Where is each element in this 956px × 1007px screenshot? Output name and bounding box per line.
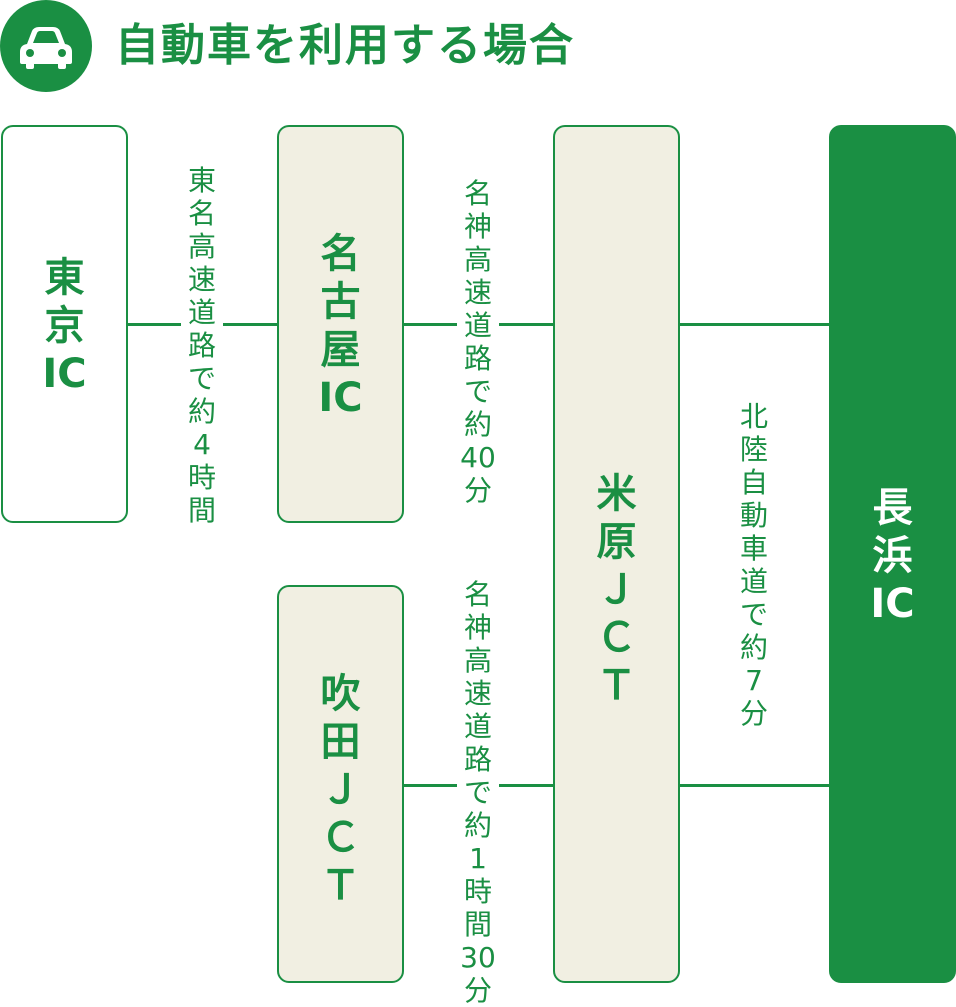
node-nagoya-ic: 名 古 屋 IC [277, 125, 404, 523]
route-label-tomei: 東 名 高 速 道 路 で 約 4 時 間 [181, 164, 223, 527]
route-label-meishin-nagoya: 名 神 高 速 道 路 で 約 40 分 [457, 177, 499, 507]
route-char: で [463, 776, 492, 809]
route-char: 40 [460, 441, 496, 474]
node-char: Ｃ [320, 815, 361, 861]
car-icon [0, 0, 92, 92]
route-char: 4 [193, 428, 211, 461]
node-char: 浜 [872, 533, 913, 579]
node-char: 長 [872, 485, 913, 531]
node-label: 長 浜 IC [831, 484, 954, 628]
node-char: Ｔ [596, 663, 637, 709]
node-label: 東 京 IC [3, 254, 126, 398]
route-char: 道 [187, 296, 216, 329]
node-char: 吹 [320, 671, 361, 717]
node-char: Ｃ [596, 615, 637, 661]
route-char: 路 [463, 342, 492, 375]
route-char: 道 [739, 565, 768, 598]
route-char: 速 [187, 263, 216, 296]
page-title: 自動車を利用する場合 [115, 20, 575, 71]
node-char: Ｔ [320, 863, 361, 909]
route-char: 名 [187, 197, 216, 230]
route-char: 高 [463, 644, 492, 677]
node-char: 古 [320, 279, 361, 325]
node-label: 米 原 Ｊ Ｃ Ｔ [555, 470, 678, 710]
route-char: 高 [187, 230, 216, 263]
node-label: 吹 田 Ｊ Ｃ Ｔ [279, 670, 402, 910]
route-char: で [739, 598, 768, 631]
route-char: 間 [187, 494, 216, 527]
route-char: 速 [463, 276, 492, 309]
node-char: 田 [320, 719, 361, 765]
route-char: 約 [187, 395, 216, 428]
node-nagahama-ic: 長 浜 IC [829, 125, 956, 983]
route-char: 約 [739, 631, 768, 664]
node-char: 米 [596, 471, 637, 517]
route-char: 陸 [739, 433, 768, 466]
route-char: 30 [460, 941, 496, 974]
route-char: で [463, 375, 492, 408]
route-char: 路 [187, 329, 216, 362]
route-char: 神 [463, 210, 492, 243]
route-label-hokuriku: 北 陸 自 動 車 道 で 約 7 分 [733, 400, 775, 730]
route-char: 神 [463, 611, 492, 644]
connector-maibara-nagahama-lower [679, 784, 829, 787]
node-char: 屋 [320, 327, 361, 373]
route-char: 道 [463, 309, 492, 342]
route-char: 時 [463, 875, 492, 908]
node-char: IC [318, 375, 363, 421]
route-char: 間 [463, 908, 492, 941]
route-char: 約 [463, 809, 492, 842]
route-char: 東 [187, 164, 216, 197]
route-char: 名 [463, 578, 492, 611]
route-char: 名 [463, 177, 492, 210]
node-char: IC [870, 581, 915, 627]
node-suita-jct: 吹 田 Ｊ Ｃ Ｔ [277, 585, 404, 983]
route-char: 速 [463, 677, 492, 710]
node-char: IC [42, 351, 87, 397]
node-char: Ｊ [320, 767, 361, 813]
node-char: 京 [44, 303, 85, 349]
route-char: 約 [463, 408, 492, 441]
node-char: 東 [44, 255, 85, 301]
node-maibara-jct: 米 原 Ｊ Ｃ Ｔ [553, 125, 680, 983]
route-char: 路 [463, 743, 492, 776]
route-char: 高 [463, 243, 492, 276]
node-char: 名 [320, 231, 361, 277]
route-char: 7 [745, 664, 763, 697]
route-char: 分 [739, 697, 768, 730]
route-char: 時 [187, 461, 216, 494]
node-tokyo-ic: 東 京 IC [1, 125, 128, 523]
route-char: で [187, 362, 216, 395]
route-char: 北 [739, 400, 768, 433]
route-label-meishin-suita: 名 神 高 速 道 路 で 約 1 時 間 30 分 [457, 578, 499, 1007]
connector-maibara-nagahama-upper [679, 323, 829, 326]
node-label: 名 古 屋 IC [279, 230, 402, 422]
route-char: 分 [463, 474, 492, 507]
route-char: 分 [463, 974, 492, 1007]
route-char: 車 [739, 532, 768, 565]
node-char: 原 [596, 519, 637, 565]
route-char: 1 [469, 842, 487, 875]
route-char: 自 [739, 466, 768, 499]
node-char: Ｊ [596, 567, 637, 613]
route-char: 動 [739, 499, 768, 532]
route-char: 道 [463, 710, 492, 743]
